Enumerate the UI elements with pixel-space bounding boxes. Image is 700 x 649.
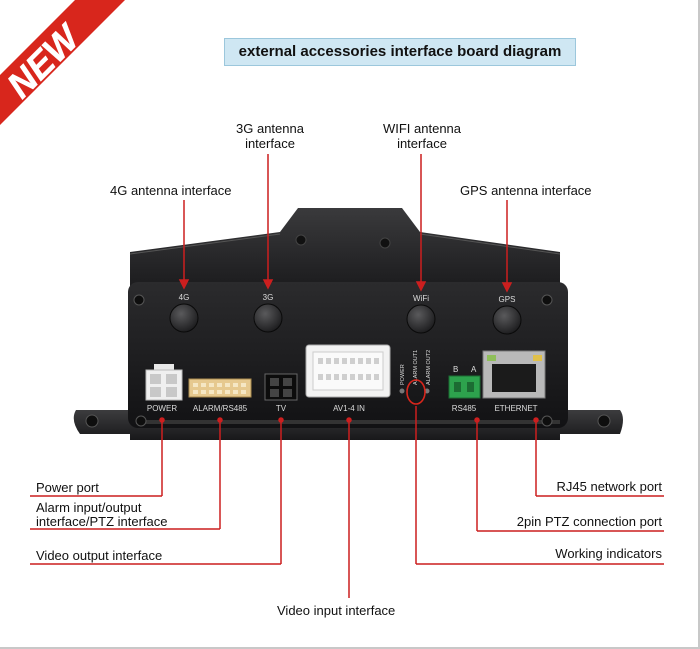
tv-pin	[283, 389, 292, 397]
alarm-port-label: ALARM/RS485	[193, 404, 248, 413]
tv-port-label: TV	[276, 404, 287, 413]
antenna-3g-label: 3G	[263, 293, 274, 302]
screw-icon	[541, 294, 553, 306]
rs485-pin	[454, 382, 461, 392]
mount-hole-icon	[597, 414, 611, 428]
power-pin	[150, 387, 161, 397]
alarm-pin-row	[193, 383, 246, 394]
dot-icon	[278, 417, 284, 423]
callout-3g-line2: interface	[245, 136, 295, 151]
dot-icon	[533, 417, 539, 423]
callout-video-input-label: Video input interface	[277, 603, 396, 618]
screw-icon	[135, 415, 147, 427]
screw-icon	[133, 294, 145, 306]
diagram-title: external accessories interface board dia…	[224, 38, 576, 66]
top-edge-line	[129, 233, 281, 255]
callout-power-port-label: Power port	[36, 480, 99, 495]
power-port-latch	[154, 364, 174, 370]
callout-rj45-label: RJ45 network port	[556, 479, 663, 494]
callout-video-output-label: Video output interface	[36, 548, 163, 563]
ethernet-label: ETHERNET	[494, 404, 537, 413]
antenna-4g-connector[interactable]	[169, 303, 199, 333]
dot-icon	[217, 417, 223, 423]
arrow-icon	[178, 279, 190, 290]
led-power-label: POWER	[400, 364, 406, 385]
rs485-b-label: B	[453, 365, 458, 374]
dot-icon	[474, 417, 480, 423]
arrow-icon	[501, 282, 513, 293]
av-port-label: AV1-4 IN	[333, 404, 365, 413]
callout-alarm-line1: Alarm input/output	[36, 500, 142, 515]
screw-icon	[541, 415, 553, 427]
antenna-4g-label: 4G	[179, 293, 190, 302]
power-port-label: POWER	[147, 404, 177, 413]
callout-wifi-line2: interface	[397, 136, 447, 151]
callout-wifi-line1: WIFI antenna	[382, 121, 462, 136]
antenna-gps-label: GPS	[499, 295, 516, 304]
ethernet-socket	[492, 364, 536, 392]
led-alarm2-label: ALARM OUT2	[426, 350, 432, 385]
rs485-pin	[467, 382, 474, 392]
tv-pin	[270, 389, 279, 397]
power-pin	[150, 374, 161, 384]
screw-icon	[379, 237, 391, 249]
callout-alarm-line2: interface/PTZ interface	[36, 514, 168, 529]
antenna-3g-connector[interactable]	[253, 303, 283, 333]
callout-ptz-label: 2pin PTZ connection port	[516, 514, 662, 529]
callout-3g-line1: 3G antenna	[236, 121, 304, 136]
screw-icon	[295, 234, 307, 246]
rs485-label: RS485	[452, 404, 477, 413]
av-port-inner	[312, 351, 384, 391]
tv-pin	[283, 378, 292, 386]
tv-pin	[270, 378, 279, 386]
antenna-gps-connector[interactable]	[492, 305, 522, 335]
antenna-wifi-connector[interactable]	[406, 304, 436, 334]
power-pin	[166, 387, 177, 397]
arrow-icon	[262, 279, 274, 290]
device-top-hump	[130, 208, 560, 292]
mount-hole-icon	[85, 414, 99, 428]
power-pin	[166, 374, 177, 384]
antenna-wifi-label: WiFi	[413, 294, 429, 303]
ethernet-activity-led-icon	[533, 355, 542, 361]
indicator-highlight-ring	[406, 379, 426, 405]
power-led-icon	[399, 388, 405, 394]
callout-indicators-label: Working indicators	[555, 546, 662, 561]
callout-4g-label: 4G antenna interface	[110, 183, 232, 198]
new-badge: NEW	[0, 0, 125, 125]
new-badge-ribbon	[0, 0, 125, 125]
dot-icon	[159, 417, 165, 423]
arrow-icon	[415, 281, 427, 292]
ethernet-link-led-icon	[487, 355, 496, 361]
dot-icon	[346, 417, 352, 423]
callout-wifi-label: WIFI antenna interface	[362, 121, 482, 151]
callout-gps-label: GPS antenna interface	[460, 183, 592, 198]
top-edge-line	[419, 233, 561, 255]
rs485-a-label: A	[471, 365, 477, 374]
callout-3g-label: 3G antenna interface	[220, 121, 320, 151]
av-pin-rows	[318, 358, 379, 380]
rs485-ptz-port[interactable]	[448, 375, 481, 399]
led-alarm1-label: ALARM OUT1	[413, 350, 419, 385]
